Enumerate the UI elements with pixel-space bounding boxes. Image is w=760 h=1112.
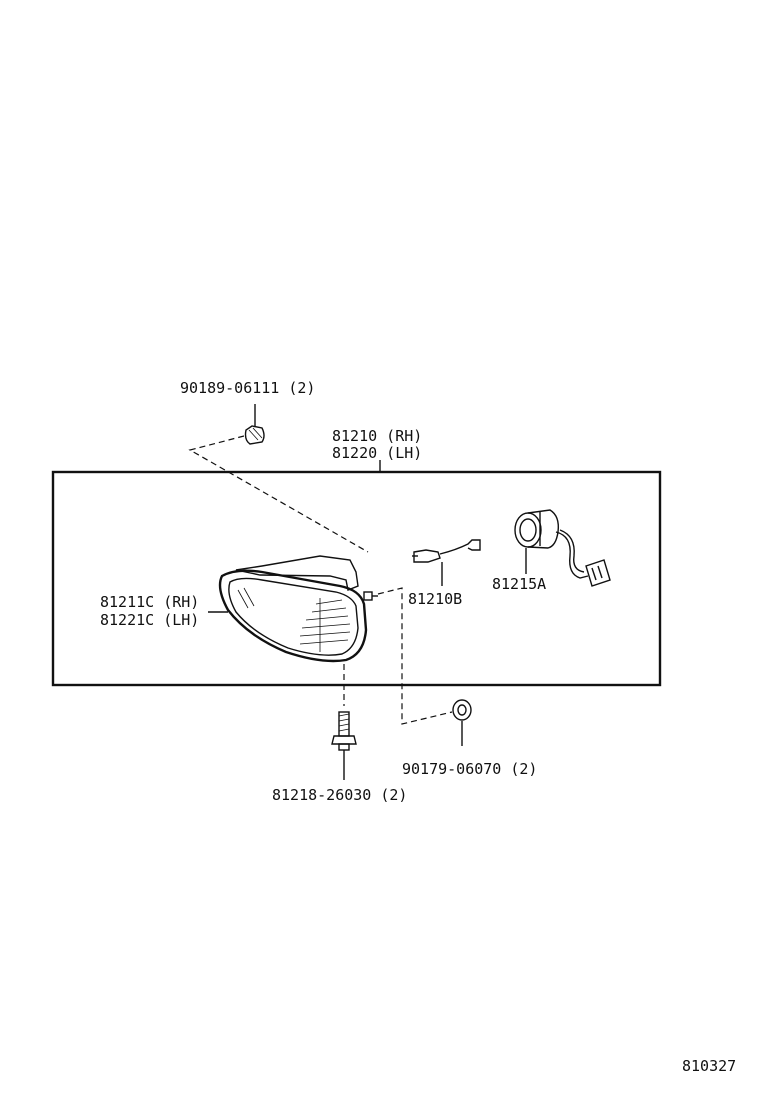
label-assembly-rh: 81210 (RH) bbox=[332, 427, 422, 445]
bulb-part bbox=[412, 539, 481, 586]
clip-part bbox=[244, 404, 265, 445]
label-lens-lh: 81221C (LH) bbox=[100, 611, 199, 629]
label-clip: 90189-06111 (2) bbox=[180, 379, 315, 397]
label-screw: 81218-26030 (2) bbox=[272, 786, 407, 804]
label-lens-rh: 81211C (RH) bbox=[100, 593, 199, 611]
fog-lamp-housing bbox=[218, 555, 378, 663]
nut-dashed-line bbox=[377, 587, 453, 725]
nut-part bbox=[452, 699, 472, 746]
clip-dashed-line bbox=[188, 435, 369, 553]
label-bulb: 81210B bbox=[408, 590, 462, 608]
assembly-box bbox=[51, 470, 662, 687]
screw-part bbox=[331, 664, 357, 780]
label-diagram-code: 810327 bbox=[682, 1057, 736, 1075]
label-assembly-lh: 81220 (LH) bbox=[332, 444, 422, 462]
socket-part bbox=[514, 509, 611, 587]
label-socket: 81215A bbox=[492, 575, 546, 593]
label-nut: 90179-06070 (2) bbox=[402, 760, 537, 778]
